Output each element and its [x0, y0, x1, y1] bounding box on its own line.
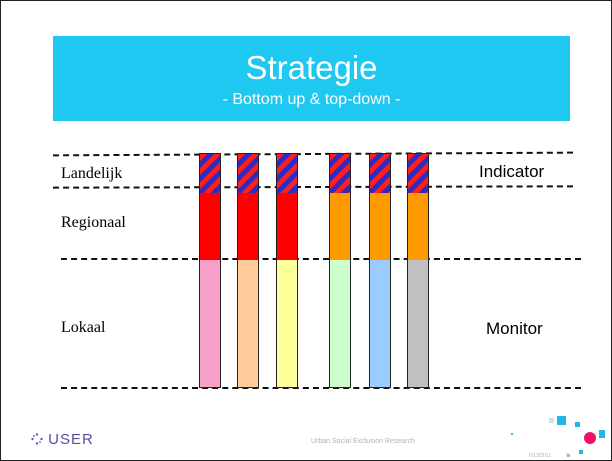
dots-icon	[31, 433, 43, 445]
bar-segment-landelijk	[330, 154, 350, 193]
bar-segment-landelijk	[408, 154, 428, 193]
bar-segment-regionaal	[408, 193, 428, 260]
slide-subtitle: - Bottom up & top-down -	[222, 91, 401, 108]
bar-segment-lokaal	[330, 260, 350, 387]
bar-6	[407, 153, 429, 388]
bar-segment-landelijk	[238, 154, 258, 193]
dashed-line-bottom	[61, 387, 581, 389]
bar-segment-regionaal	[277, 193, 297, 260]
logo-text: USER	[48, 431, 94, 448]
bar-segment-regionaal	[238, 193, 258, 260]
level-label-regionaal: Regionaal	[61, 214, 126, 231]
bar-segment-landelijk	[370, 154, 390, 193]
bar-1	[199, 153, 221, 388]
dashed-line-top	[52, 151, 574, 157]
bar-segment-landelijk	[200, 154, 220, 193]
level-label-lokaal: Lokaal	[61, 319, 106, 336]
bar-segment-regionaal	[330, 193, 350, 260]
bar-segment-lokaal	[370, 260, 390, 387]
dashed-line-landelijk	[52, 185, 574, 189]
footer-date-text: 6/13/2011	[529, 453, 551, 459]
footer-org: Urban Social Exclusion Research	[311, 438, 415, 445]
bar-segment-lokaal	[408, 260, 428, 387]
decorative-dots-icon	[511, 416, 605, 457]
bar-segment-lokaal	[277, 260, 297, 387]
bar-3	[276, 153, 298, 388]
footer-page-number: 6	[566, 453, 570, 459]
dashed-line-regionaal	[61, 258, 581, 260]
bar-segment-regionaal	[200, 193, 220, 260]
bar-segment-lokaal	[238, 260, 258, 387]
label-indicator: Indicator	[479, 162, 545, 181]
bar-5	[369, 153, 391, 388]
bar-2	[237, 153, 259, 388]
level-label-landelijk: Landelijk	[61, 165, 123, 182]
bar-segment-regionaal	[370, 193, 390, 260]
footer-date: 6/13/2011 6	[529, 453, 569, 459]
bar-segment-landelijk	[277, 154, 297, 193]
slide-title: Strategie	[245, 49, 378, 86]
bar-4	[329, 153, 351, 388]
title-banner: Strategie - Bottom up & top-down -	[53, 36, 570, 121]
label-monitor: Monitor	[486, 319, 543, 338]
bar-segment-lokaal	[200, 260, 220, 387]
user-logo: USER	[31, 431, 94, 448]
